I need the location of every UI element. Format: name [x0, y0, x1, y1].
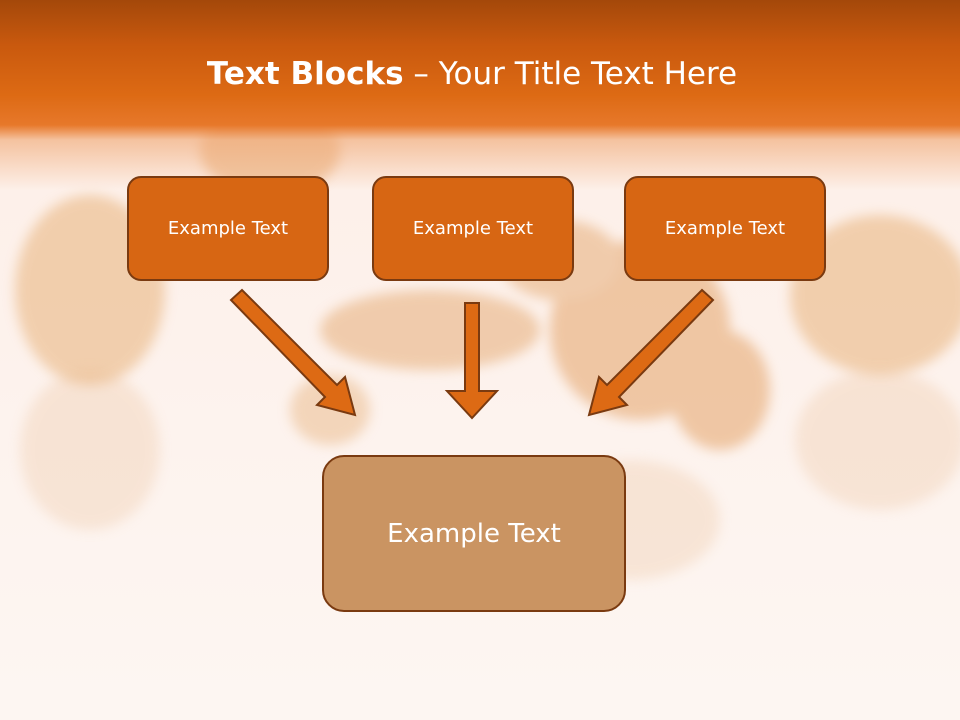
- slide-title: Text Blocks – Your Title Text Here: [0, 56, 944, 92]
- title-band: [0, 0, 960, 190]
- text-block-center[interactable]: Example Text: [372, 176, 574, 281]
- text-block-right[interactable]: Example Text: [624, 176, 826, 281]
- title-rest-part: – Your Title Text Here: [403, 56, 738, 92]
- arrow-left: [229, 288, 357, 417]
- text-block-left[interactable]: Example Text: [127, 176, 329, 281]
- title-bold-part: Text Blocks: [206, 56, 404, 92]
- text-block-bottom[interactable]: Example Text: [322, 455, 626, 612]
- arrow-right: [587, 288, 715, 417]
- arrow-center: [444, 302, 500, 420]
